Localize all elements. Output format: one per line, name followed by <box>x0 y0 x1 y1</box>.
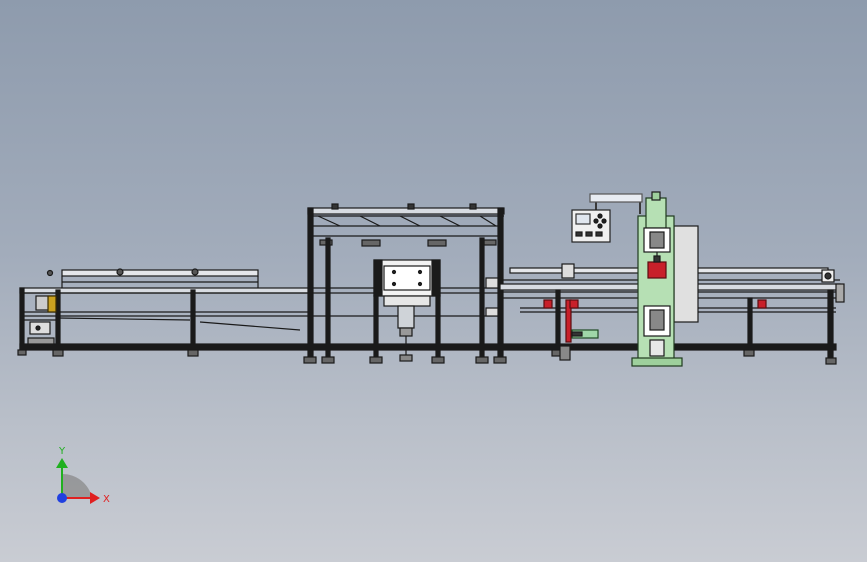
x-axis-label: X <box>103 494 110 505</box>
y-axis-label: Y <box>58 446 66 457</box>
center-press <box>369 259 445 364</box>
left-frame <box>17 268 311 357</box>
welder-column <box>589 191 699 367</box>
coordinate-triad: Y X <box>56 446 110 505</box>
control-panel <box>571 209 611 243</box>
